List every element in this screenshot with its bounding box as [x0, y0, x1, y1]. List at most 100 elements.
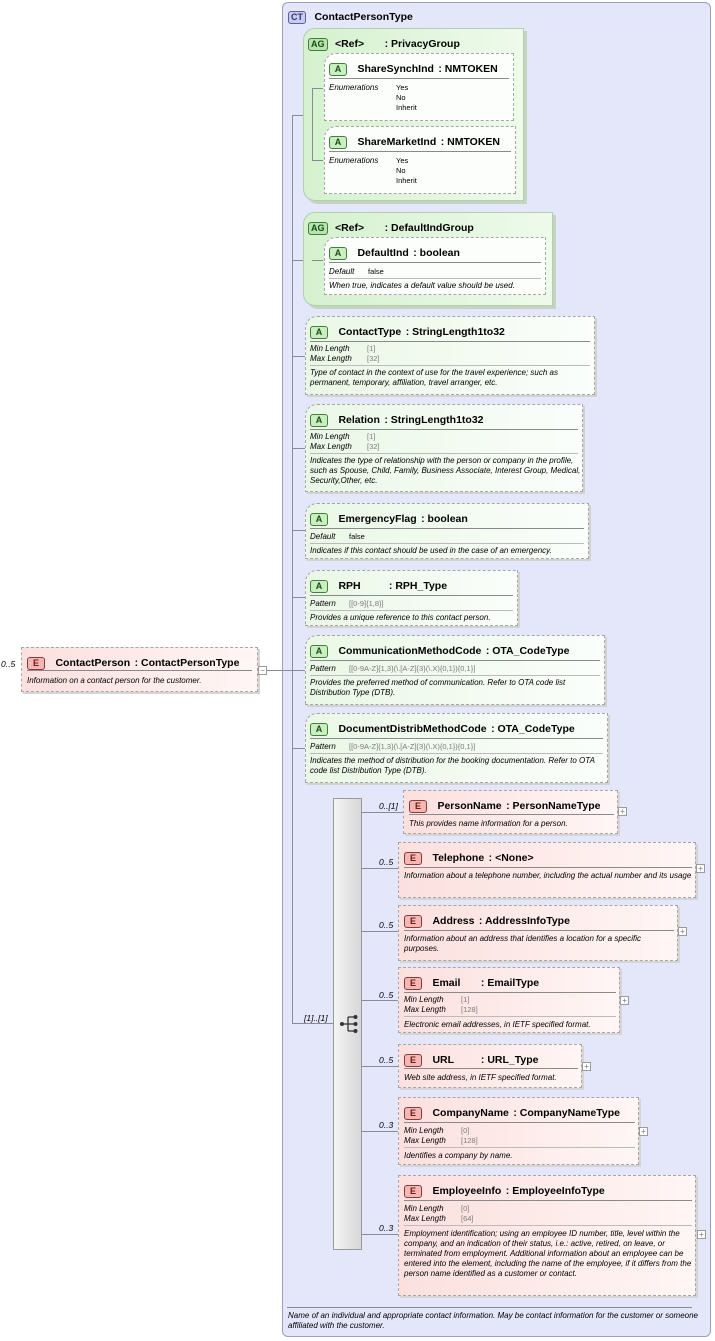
- connector-line: [292, 1023, 334, 1024]
- element-cardinality: 0..3: [379, 1223, 394, 1233]
- separator: [329, 262, 541, 263]
- element-name: Telephone: [432, 852, 485, 864]
- facet-value: [0]: [461, 1204, 470, 1213]
- attribute-name: Relation: [338, 414, 380, 426]
- facet-value: [128]: [461, 1136, 478, 1145]
- separator: [329, 78, 509, 79]
- attribute-documentdistribmethodcode[interactable]: A DocumentDistribMethodCode : OTA_CodeTy…: [305, 713, 608, 783]
- element-badge: E: [404, 1185, 422, 1198]
- attribute-defaultind[interactable]: A DefaultInd : boolean Default false Whe…: [324, 237, 546, 295]
- facet-label: Max Length: [310, 442, 352, 451]
- attribute-communicationmethodcode[interactable]: A CommunicationMethodCode : OTA_CodeType…: [305, 635, 605, 705]
- facet-label: Default: [310, 532, 336, 541]
- element-type: CompanyNameType: [519, 1107, 620, 1119]
- attribute-badge: A: [310, 580, 328, 593]
- expand-toggle[interactable]: +: [697, 1230, 706, 1239]
- facet-label: Pattern: [310, 599, 336, 608]
- expand-toggle[interactable]: +: [582, 1062, 591, 1071]
- expand-toggle[interactable]: +: [620, 996, 629, 1005]
- sequence-cardinality: [1]..[1]: [304, 1013, 328, 1023]
- type-separator: :: [485, 645, 493, 657]
- element-type: EmployeeInfoType: [512, 1185, 605, 1197]
- attribute-name: RPH: [338, 580, 361, 592]
- facet-label: Min Length: [404, 995, 444, 1004]
- type-separator: :: [480, 977, 488, 989]
- attribute-sharemarketind[interactable]: A ShareMarketInd : NMTOKEN Enumerations …: [324, 126, 516, 194]
- element-name: CompanyName: [432, 1107, 509, 1119]
- attribute-header: A RPH : RPH_Type: [310, 576, 447, 594]
- attribute-type: boolean: [419, 247, 460, 259]
- element-companyname[interactable]: E CompanyName : CompanyNameType Min Leng…: [398, 1097, 639, 1165]
- attribute-badge: A: [310, 326, 328, 339]
- element-header: E Email : EmailType: [404, 973, 539, 991]
- attribute-sharesynchind[interactable]: A ShareSynchInd : NMTOKEN Enumerations Y…: [324, 53, 514, 121]
- attribute-rph[interactable]: A RPH : RPH_Type Pattern [[0-9]{1,8}] Pr…: [305, 570, 518, 626]
- element-doc: Employment identification; using an empl…: [404, 1229, 692, 1278]
- element-doc: Information about a telephone number, in…: [404, 871, 692, 880]
- type-separator: :: [421, 513, 428, 525]
- separator: [310, 753, 603, 754]
- element-url[interactable]: E URL : URL_Type Web site address, in IE…: [398, 1044, 582, 1088]
- facet-label: Enumerations: [329, 83, 379, 92]
- connector-line: [362, 1131, 398, 1132]
- element-address[interactable]: E Address : AddressInfoType Information …: [398, 905, 678, 961]
- attribute-name: CommunicationMethodCode: [338, 645, 482, 657]
- connector-line: [292, 670, 306, 671]
- attribute-group-badge: AG: [308, 38, 328, 51]
- element-telephone[interactable]: E Telephone : <None> Information about a…: [398, 842, 696, 898]
- root-cardinality: 0..5: [1, 659, 16, 669]
- connector-line: [292, 115, 293, 1023]
- element-header: E URL : URL_Type: [404, 1050, 538, 1068]
- enum-value: No: [396, 93, 406, 102]
- facet-value: [[0-9A-Z]{1,3}(\.[A-Z]{3}(\.X){0,1}){0,1…: [349, 742, 476, 751]
- attribute-badge: A: [310, 723, 328, 736]
- element-badge: E: [404, 852, 422, 865]
- type-separator: :: [505, 1185, 513, 1197]
- element-cardinality: 0..3: [379, 1120, 394, 1130]
- connector-line: [312, 88, 313, 160]
- facet-value: [32]: [367, 354, 380, 363]
- attribute-group-defaultind[interactable]: AG <Ref> : DefaultIndGroup A DefaultInd …: [303, 212, 553, 306]
- attribute-group-privacy[interactable]: AG <Ref> : PrivacyGroup A ShareSynchInd …: [303, 28, 524, 201]
- complex-type-name: ContactPersonType: [314, 11, 413, 23]
- attribute-header: A ShareMarketInd : NMTOKEN: [329, 132, 500, 150]
- element-personname[interactable]: E PersonName : PersonNameType This provi…: [403, 790, 618, 834]
- connector-line: [292, 748, 306, 749]
- attribute-doc: Provides the preferred method of communi…: [310, 678, 566, 697]
- connector-line: [312, 88, 323, 89]
- expand-toggle[interactable]: +: [696, 864, 705, 873]
- separator: [310, 453, 578, 454]
- attribute-doc: Type of contact in the context of use fo…: [310, 368, 558, 387]
- expand-toggle[interactable]: +: [678, 927, 687, 936]
- facet-label: Default: [329, 267, 355, 276]
- element-email[interactable]: E Email : EmailType Min Length [1] Max L…: [398, 967, 620, 1033]
- attribute-emergencyflag[interactable]: A EmergencyFlag : boolean Default false …: [305, 503, 589, 559]
- attribute-group-header: AG <Ref> : DefaultIndGroup: [308, 218, 474, 236]
- root-element-header: E ContactPerson : ContactPersonType: [27, 653, 239, 671]
- attribute-badge: A: [329, 247, 347, 260]
- facet-label: Min Length: [404, 1126, 444, 1135]
- facet-value: [1]: [367, 344, 376, 353]
- collapse-toggle[interactable]: −: [258, 666, 267, 675]
- element-cardinality: 0..5: [379, 920, 394, 930]
- attribute-relation[interactable]: A Relation : StringLength1to32 Min Lengt…: [305, 404, 583, 492]
- attribute-badge: A: [310, 645, 328, 658]
- expand-toggle[interactable]: +: [639, 1127, 648, 1136]
- facet-value: [[0-9A-Z]{1,3}(\.[A-Z]{3}(\.X){0,1}){0,1…: [349, 664, 476, 673]
- element-doc: This provides name information for a per…: [409, 819, 568, 828]
- expand-toggle[interactable]: +: [618, 807, 627, 816]
- sequence-icon: [340, 1015, 358, 1033]
- connector-line: [292, 260, 306, 261]
- type-separator: :: [438, 63, 445, 75]
- element-cardinality: 0..[1]: [379, 801, 398, 811]
- type-separator: :: [134, 657, 142, 669]
- attribute-badge: A: [329, 136, 347, 149]
- element-employeeinfo[interactable]: E EmployeeInfo : EmployeeInfoType Min Le…: [398, 1175, 696, 1296]
- attribute-name: DocumentDistribMethodCode: [338, 723, 487, 735]
- root-element-box[interactable]: E ContactPerson : ContactPersonType Info…: [21, 647, 258, 692]
- type-separator: :: [488, 852, 496, 864]
- separator: [310, 660, 600, 661]
- attribute-contacttype[interactable]: A ContactType : StringLength1to32 Min Le…: [305, 316, 595, 395]
- separator: [404, 1068, 578, 1069]
- facet-label: Max Length: [310, 354, 352, 363]
